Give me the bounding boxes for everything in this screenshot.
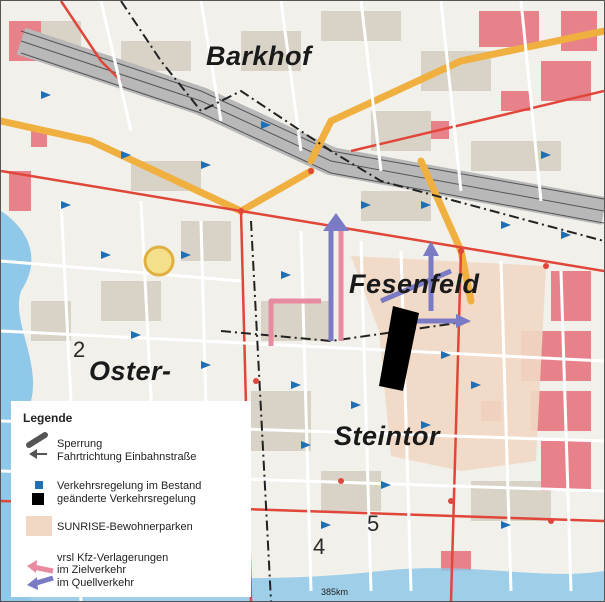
purple-arrow-icon: [27, 575, 54, 590]
district-label-barkhof: Barkhof: [206, 41, 312, 71]
district-label-steintor: Steintor: [334, 421, 441, 451]
parking-zone-icon: [26, 516, 52, 536]
legend-item-label: SUNRISE-Bewohnerparken: [57, 521, 193, 533]
district-label-fesenfeld: Fesenfeld: [349, 269, 480, 299]
legend-item-label: im Quellverkehr: [57, 577, 135, 589]
legend-item-label: Fahrtrichtung Einbahnstraße: [57, 451, 197, 463]
area-number: 5: [367, 511, 380, 536]
scale-label: 385km: [321, 587, 349, 597]
map-legend: Legende Sperrung Fahrtrichtung Einbahnst…: [11, 401, 251, 597]
legend-item-label: Verkehrsregelung im Bestand: [57, 480, 202, 492]
legend-item-label: geänderte Verkehrsregelung: [57, 493, 196, 505]
legend-title: Legende: [23, 411, 73, 425]
legend-item-label: im Zielverkehr: [57, 564, 127, 576]
area-number: 2: [73, 337, 86, 362]
black-square-icon: [32, 493, 44, 505]
blue-square-icon: [35, 481, 43, 489]
closure-icon: [26, 432, 48, 448]
one-way-icon: [29, 449, 47, 459]
legend-item-label: Sperrung: [57, 438, 103, 450]
legend-item-label: vrsl Kfz-Verlagerungen: [57, 552, 169, 564]
district-label-oster: Oster-: [89, 356, 172, 386]
area-number: 4: [313, 534, 326, 559]
pink-arrow-icon: [27, 560, 54, 574]
